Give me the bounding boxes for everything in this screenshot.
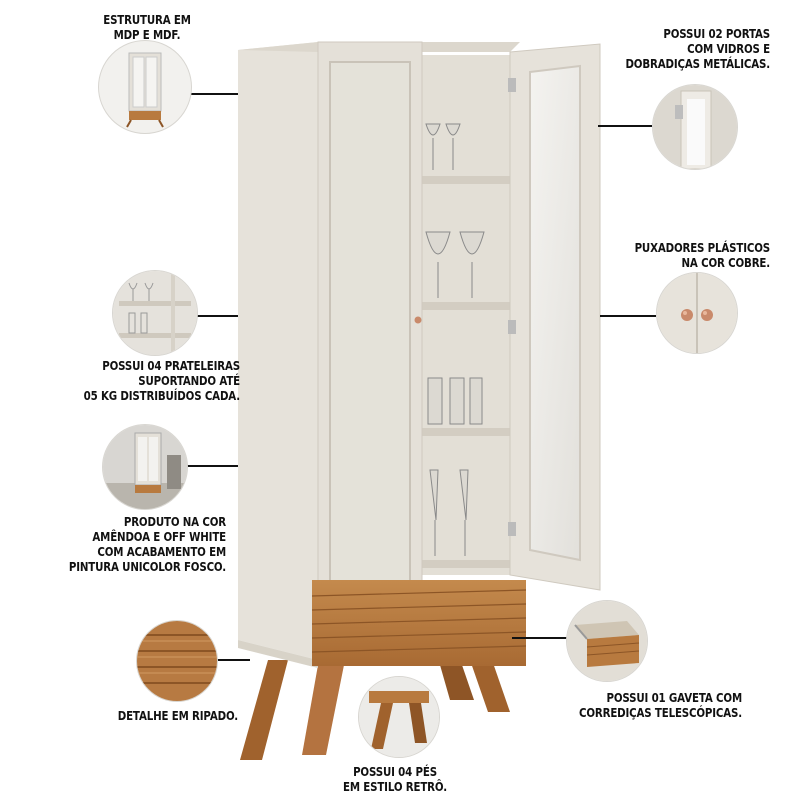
retro-leg-icon	[358, 676, 440, 758]
slat-detail-icon	[136, 620, 218, 702]
slatted-drawer	[238, 580, 527, 668]
cabinet-thumbnail-icon	[98, 40, 192, 134]
label-puxadores: PUXADORES PLÁSTICOS NA COR COBRE.	[634, 240, 771, 270]
label-portas: POSSUI 02 PORTAS COM VIDROS E DOBRADIÇAS…	[625, 26, 770, 71]
hinge-detail-icon	[652, 84, 738, 170]
leader-lines	[186, 93, 656, 716]
label-ripado: DETALHE EM RIPADO.	[117, 708, 238, 723]
left-glass-door	[317, 41, 423, 599]
cabinet-side-panel	[238, 42, 318, 660]
cabinet-legs	[240, 660, 510, 760]
label-estrutura: ESTRUTURA EM MDP E MDF.	[103, 12, 191, 42]
copper-knob-icon	[656, 272, 738, 354]
label-produto: PRODUTO NA COR AMÊNDOA E OFF WHITE COM A…	[68, 514, 226, 574]
right-glass-door-open	[508, 43, 601, 591]
drawer-slide-icon	[566, 600, 648, 682]
label-pes: POSSUI 04 PÉS EM ESTILO RETRÔ.	[343, 764, 447, 794]
room-scene-icon	[102, 424, 188, 510]
label-prateleiras: POSSUI 04 PRATELEIRAS SUPORTANDO ATÉ 05 …	[83, 358, 241, 403]
copper-handle	[414, 316, 422, 324]
shelf-detail-icon	[112, 270, 198, 356]
label-gaveta: POSSUI 01 GAVETA COM CORREDIÇAS TELESCÓP…	[578, 690, 742, 720]
